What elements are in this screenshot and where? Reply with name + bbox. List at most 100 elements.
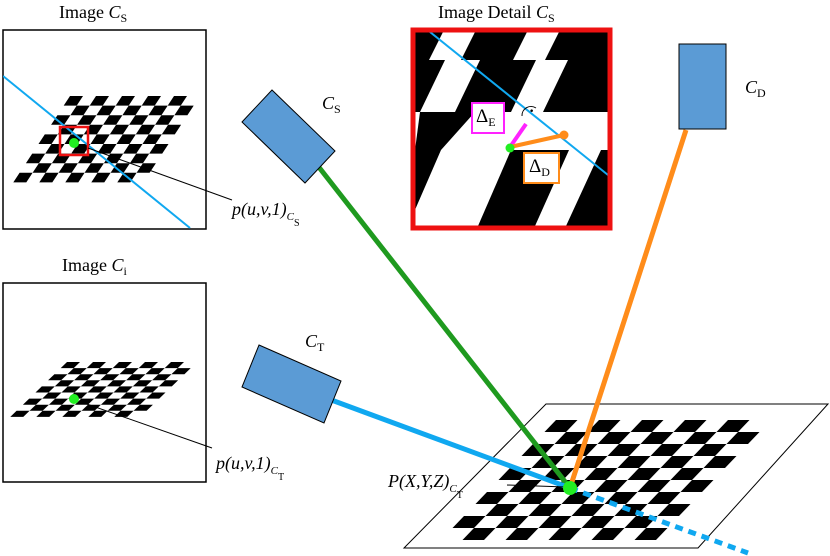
checker-square [574, 456, 608, 468]
checker-square [113, 386, 133, 393]
checker-square [670, 468, 704, 480]
image-cs-title: Image CS [59, 2, 128, 25]
checker-square [650, 444, 684, 456]
world-point-leader [506, 484, 567, 488]
checker-square [10, 410, 30, 417]
checker-square [129, 153, 150, 164]
checker-square [518, 492, 552, 504]
image-cs-point [69, 138, 79, 148]
p-cs-label: p(u,v,1)CS [232, 199, 300, 229]
checker-square [548, 528, 582, 540]
world-point-label: P(X,Y,Z)CT [388, 471, 463, 501]
checker-square [640, 432, 674, 444]
checker-square [627, 468, 661, 480]
delta-d-label: ΔD [529, 156, 550, 179]
detail-point [505, 143, 515, 153]
checker-square [38, 134, 58, 144]
checker-square [133, 404, 153, 411]
checker-square [74, 374, 94, 381]
checker-square [77, 115, 97, 125]
checker-square [594, 480, 628, 492]
checker-square [70, 105, 90, 116]
checker-square [93, 368, 113, 375]
checker-square [67, 368, 87, 375]
checker-square [597, 432, 631, 444]
image-cs-detail-box [58, 125, 90, 157]
checker-square [630, 420, 664, 432]
checker-square [647, 492, 681, 504]
checker-square [58, 163, 78, 173]
checker-square [485, 504, 519, 516]
checker-square [161, 124, 182, 135]
checker-square [63, 96, 83, 106]
orange-ray [567, 129, 689, 489]
checker-square [452, 516, 486, 528]
camera-cs-label: CS [322, 93, 341, 116]
checker-square [158, 380, 179, 387]
image-detail-panel [410, 27, 613, 231]
checker-square [48, 398, 69, 405]
checker-square [81, 404, 101, 411]
checker-square [591, 528, 625, 540]
checker-square [91, 172, 111, 183]
green-ray [316, 164, 572, 490]
checker-square [84, 163, 104, 173]
checker-square [13, 172, 33, 183]
checker-square [74, 398, 95, 405]
image-ci-leader [83, 402, 213, 449]
checker-square [703, 456, 737, 468]
checker-square [155, 115, 175, 125]
checker-square [614, 504, 648, 516]
checker-square [495, 516, 529, 528]
checker-square [571, 504, 605, 516]
checker-square [135, 124, 156, 135]
checker-square [587, 420, 621, 432]
checker-square [680, 480, 714, 492]
checker-square [462, 528, 496, 540]
checker-square [538, 516, 572, 528]
checker-square [673, 420, 707, 432]
checker-square [51, 115, 71, 125]
checker-square [109, 124, 130, 135]
checker-square [61, 386, 81, 393]
checker-square [87, 386, 107, 393]
checker-square [55, 404, 75, 411]
delta-d-box [523, 152, 560, 184]
checker-square [123, 144, 143, 154]
checker-square [475, 492, 509, 504]
camera-cd [678, 43, 727, 130]
image-cs-checkerboard [13, 96, 194, 183]
checker-square [39, 172, 59, 183]
camera-cs [241, 89, 336, 184]
delta-e-label: ΔE [476, 106, 496, 129]
checker-square [148, 105, 168, 116]
checker-square [110, 163, 130, 173]
checker-square [112, 362, 132, 369]
checker-square [693, 444, 727, 456]
checker-square [115, 96, 135, 106]
image-ci-title: Image Ci [62, 255, 127, 278]
blue-ray-extension [569, 485, 749, 556]
blue-ray [325, 395, 571, 491]
checker-square [584, 468, 618, 480]
checker-square [554, 432, 588, 444]
checker-square [167, 96, 187, 106]
checker-square [54, 380, 75, 387]
world-point [563, 481, 577, 495]
detail-epipolar-line [429, 32, 608, 176]
camera-ct-label: CT [305, 331, 325, 354]
checker-square [120, 392, 140, 399]
image-detail-frame [410, 27, 613, 231]
checker-square [138, 362, 158, 369]
checker-square [505, 528, 539, 540]
delta-e-box [471, 102, 505, 134]
checker-square [726, 432, 760, 444]
checker-square [660, 456, 694, 468]
checker-square [60, 362, 80, 369]
delta-d-segment [509, 133, 565, 149]
checker-square [528, 504, 562, 516]
checker-square [65, 172, 85, 183]
image-cs-epipolar-line [3, 75, 191, 229]
checker-square [100, 374, 120, 381]
